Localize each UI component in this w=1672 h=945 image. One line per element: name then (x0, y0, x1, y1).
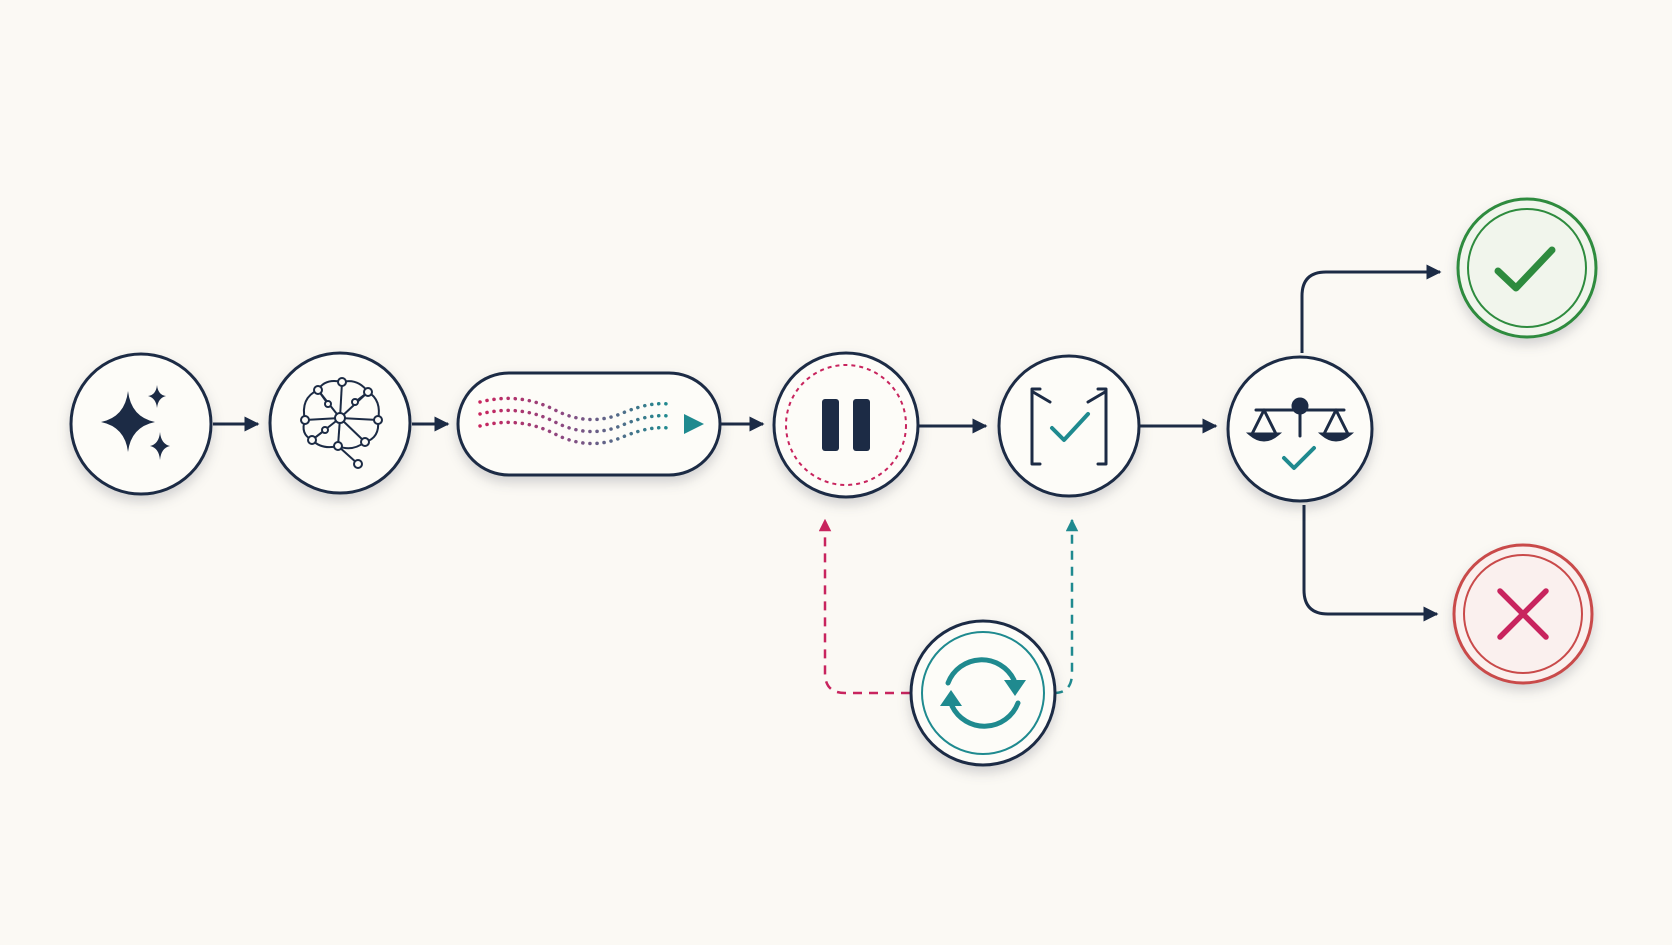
node-model (268, 351, 412, 495)
refresh-arrowheads (940, 680, 1026, 706)
node-stream (456, 371, 722, 477)
dotted-stream-icon (478, 396, 670, 446)
x-icon (1497, 588, 1549, 640)
feedback-connectors (818, 518, 1079, 695)
loop-inner-ring (921, 631, 1045, 755)
node-verify (997, 354, 1141, 498)
pause-dashed-ring (785, 364, 907, 486)
node-approve (1456, 197, 1598, 339)
neural-nodes (300, 377, 383, 469)
pause-icon (822, 399, 870, 451)
node-judge (1226, 355, 1374, 503)
arrow-judge-to-reject (1302, 505, 1439, 622)
feedback-arrow-to-pause (818, 518, 910, 695)
stream-arrowhead (684, 414, 704, 434)
reject-inner-ring (1463, 554, 1583, 674)
refresh-icon (945, 657, 1021, 729)
node-loop (909, 619, 1057, 767)
sparkles-icon (101, 385, 170, 460)
connectors (213, 264, 1442, 622)
node-reject (1452, 543, 1594, 685)
scales-check-icon (1245, 397, 1355, 470)
bracket-check-icon (1030, 387, 1108, 466)
check-icon (1494, 246, 1556, 292)
node-pause (772, 351, 920, 499)
node-spark (69, 352, 213, 496)
feedback-arrow-to-verify (1053, 518, 1079, 695)
approve-inner-ring (1467, 208, 1587, 328)
arrow-judge-to-approve (1300, 264, 1442, 353)
